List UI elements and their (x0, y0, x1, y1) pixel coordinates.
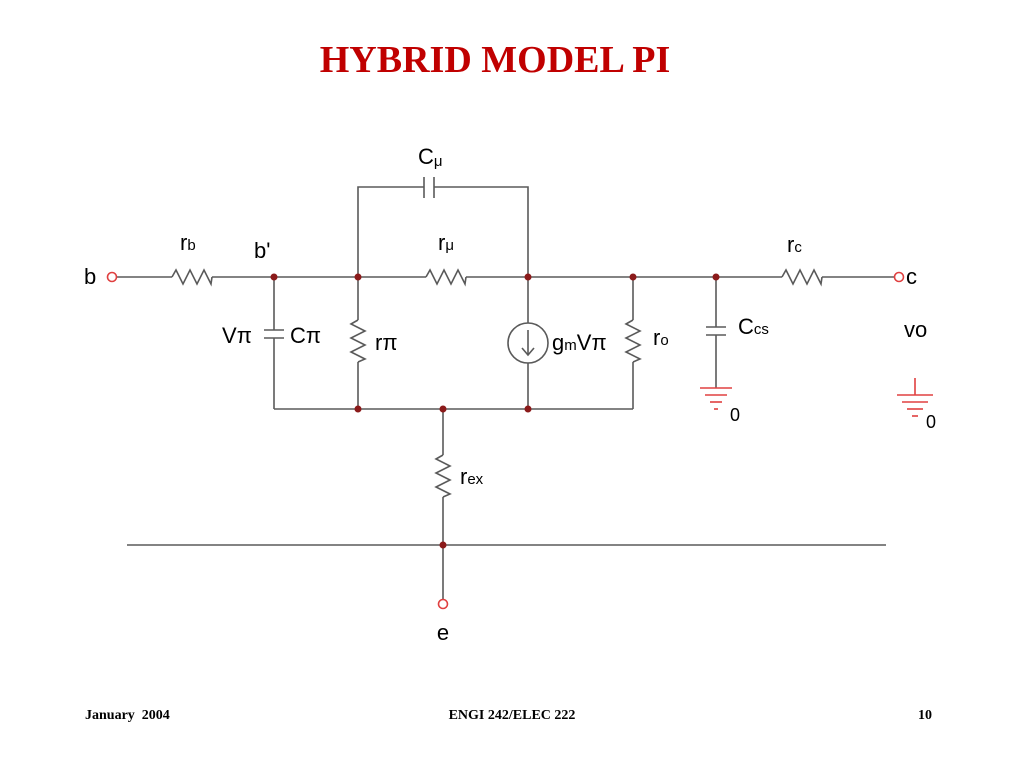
footer-date: January 2004 (85, 708, 170, 723)
node-label-b-prime: b' (254, 238, 270, 263)
node-label-b: b (84, 264, 96, 289)
rpi-resistor (349, 277, 367, 409)
rb-resistor (171, 268, 213, 287)
label-gm-v-pi: gmVπ (552, 330, 607, 355)
node-label-vo: vo (904, 317, 927, 342)
label-r-ex: rex (460, 464, 484, 489)
slide-title: HYBRID MODEL PI (319, 39, 671, 81)
label-r-mu: rμ (438, 230, 454, 255)
ccs-capacitor (706, 277, 726, 388)
footer-page-number: 10 (918, 708, 932, 723)
rex-resistor (434, 409, 452, 600)
label-v-pi: Vπ (222, 323, 252, 348)
ro-resistor (624, 277, 642, 409)
label-c-mu: Cμ (418, 144, 443, 170)
junction-dots (270, 273, 720, 549)
ground-label-ccs: 0 (730, 405, 740, 425)
label-r-o: ro (653, 325, 669, 350)
node-label-e: e (437, 620, 449, 645)
label-c-pi: Cπ (290, 323, 321, 348)
terminal-e (437, 598, 449, 610)
ground-symbol-ccs (700, 387, 732, 410)
terminal-b (106, 271, 118, 283)
current-source-gm-vpi (507, 277, 549, 409)
label-r-pi: rπ (375, 330, 398, 355)
ground-symbol-vo (897, 378, 933, 417)
node-label-c: c (906, 264, 917, 289)
cmu-branch (357, 177, 529, 277)
terminal-c (893, 271, 905, 283)
ground-label-vo: 0 (926, 412, 936, 432)
label-r-b: rb (180, 230, 196, 255)
rmu-resistor (425, 268, 467, 287)
footer-course: ENGI 242/ELEC 222 (448, 708, 576, 723)
label-r-c: rc (787, 232, 802, 257)
cpi-capacitor (264, 277, 284, 409)
label-c-cs: Ccs (738, 314, 769, 339)
rc-resistor (781, 268, 823, 287)
